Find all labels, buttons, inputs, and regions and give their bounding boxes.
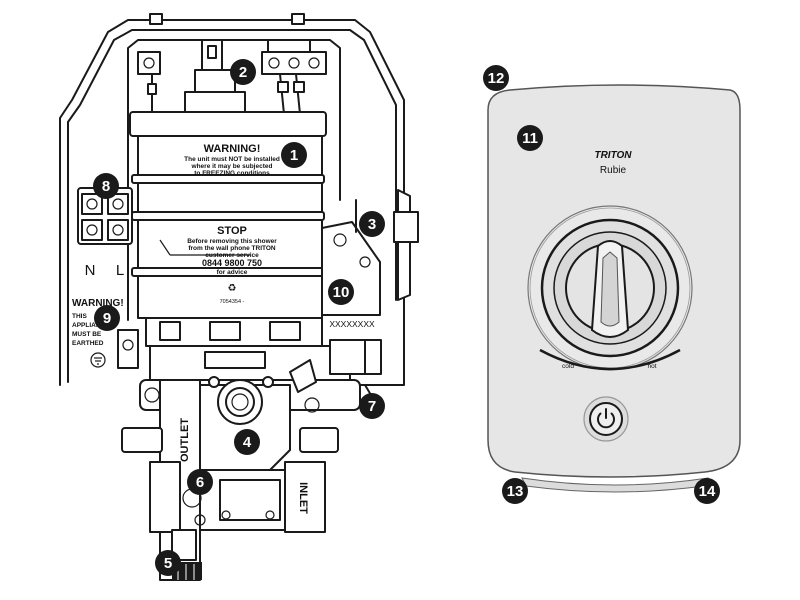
hot-label: hot [647,363,656,370]
svg-text:12: 12 [488,70,505,87]
back-plate [127,39,341,321]
cover-bottom-lip [521,477,709,493]
callout-8: 8 [93,173,119,199]
power-icon [597,412,615,429]
svg-text:3: 3 [368,216,376,233]
warning-line-1: The unit must NOT be installed [184,156,280,163]
callout-3: 3 [359,211,385,237]
callout-12: 12 [483,65,509,91]
top-terminals [137,39,327,115]
earth-warning-title: WARNING! [72,298,124,309]
svg-text:1: 1 [290,147,298,164]
callout-11: 11 [517,125,543,151]
stop-advice: for advice [217,269,248,276]
earth-warning-label: WARNING! THIS APPLIANCE MUST BE EARTHED [72,298,139,369]
model-label: Rubie [600,165,627,176]
cover-inner-outline [67,29,397,383]
callout-7: 7 [359,393,385,419]
top-lug-right [291,13,305,25]
callout-1: 1 [281,142,307,168]
stop-title: STOP [217,225,247,237]
earth-warning-line-4: EARTHED [72,340,104,347]
svg-text:9: 9 [103,310,111,327]
terminal-l-label: L [116,262,124,279]
inlet-label: INLET [297,482,309,514]
terminal-n-label: N [85,262,96,279]
svg-text:4: 4 [243,434,252,451]
stop-line-1: Before removing this shower [187,238,277,245]
svg-text:14: 14 [699,483,716,500]
warning-title: WARNING! [204,143,261,155]
top-lug-left [149,13,163,25]
warning-line-3: to FREEZING conditions [194,170,270,177]
part-code: 7054354 - [220,299,245,305]
outlet-label: OUTLET [179,418,191,462]
svg-text:11: 11 [522,130,538,147]
cold-label: cold [562,363,574,370]
earth-warning-line-2: APPLIANCE [72,322,110,329]
svg-text:5: 5 [164,555,172,572]
callout-10: 10 [328,279,354,305]
callout-5: 5 [155,550,181,576]
stop-label: STOP Before removing this shower from th… [187,225,277,305]
stop-phone: 0844 9800 750 [202,258,262,268]
power-button [583,396,629,442]
internal-view: WARNING! The unit must NOT be installed … [59,13,419,581]
earth-warning-line-1: THIS [72,313,87,320]
svg-text:10: 10 [333,284,350,301]
warning-label: WARNING! The unit must NOT be installed … [184,143,280,177]
stop-line-3: customer service [205,252,259,259]
earth-warning-line-3: MUST BE [72,331,102,338]
stop-line-2: from the wall phone TRITON [188,245,276,252]
svg-text:2: 2 [239,64,247,81]
callout-13: 13 [502,478,528,504]
front-view: TRITON Rubie cold hot [487,84,741,493]
temperature-dial: cold hot [527,205,693,371]
earth-symbol-icon [90,352,106,368]
terminal-block: N L [77,187,133,279]
warning-line-2: where it may be subjected [191,163,273,170]
svg-text:6: 6 [196,474,204,491]
svg-text:13: 13 [507,483,524,500]
svg-text:8: 8 [102,178,110,195]
callout-14: 14 [694,478,720,504]
serial-label: XXXXXXXX [329,319,375,329]
callout-9: 9 [94,305,120,331]
brand-label: TRITON [594,150,632,161]
callout-6: 6 [187,469,213,495]
svg-text:7: 7 [368,398,376,415]
recycle-icon: ♻ [228,283,237,294]
callout-2: 2 [230,59,256,85]
callout-4: 4 [234,429,260,455]
plumbing-assembly: OUTLET INLET [121,339,382,581]
